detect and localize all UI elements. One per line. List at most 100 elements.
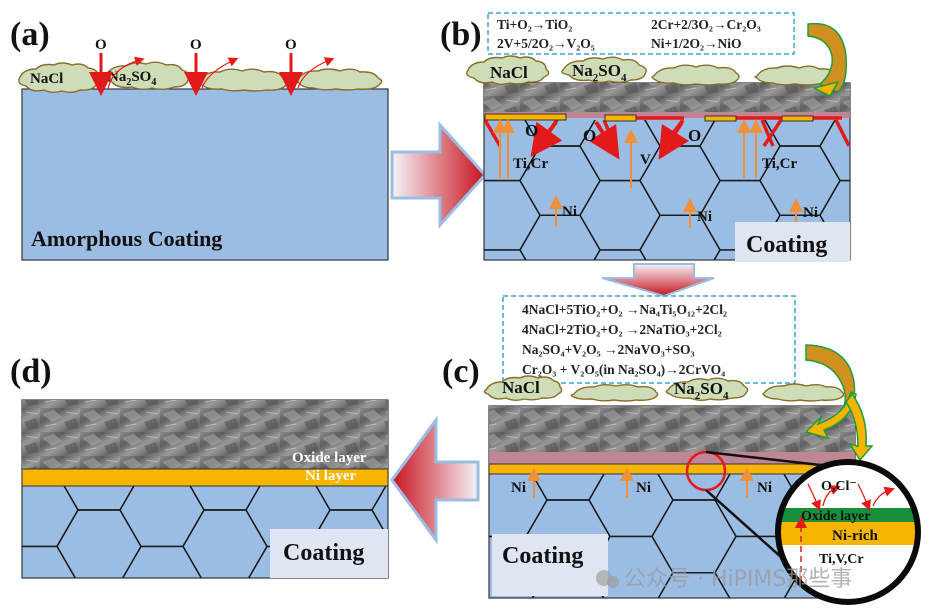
reaction-equation: Na₂SO₄+V₂O₅ →2NaVO₃+SO₃ [522, 342, 695, 357]
outward-diffusion-arrows-b [493, 119, 803, 228]
amorphous-coating-label: Amorphous Coating [31, 226, 222, 251]
oxygen-label: O [285, 37, 297, 53]
oxygen-label: O [190, 37, 202, 53]
outward-gas-arrow [107, 56, 145, 90]
grain-boundary [819, 120, 850, 182]
panel-c: (c) 4NaCl+5TiO₂+O₂ →Na₄Ti₅O₁₂+2Cl₂ 4NaCl… [400, 295, 925, 613]
inset-layer-label-base: Ti,V,Cr [819, 552, 864, 567]
arrow-a-to-b [390, 121, 488, 229]
coating-label-box-c [492, 534, 608, 596]
inset-layer-label-ni-rich: Ni-rich [832, 528, 878, 544]
wechat-icon-part [607, 576, 619, 588]
diffusion-label: Ni [803, 205, 818, 221]
oxide-surface-sem-d [22, 400, 388, 469]
grain-boundary [0, 510, 15, 583]
grain-boundary [841, 609, 925, 613]
grain-boundary [400, 573, 484, 613]
diffusion-label: Ni [636, 480, 651, 496]
grain-boundary [760, 285, 840, 354]
reaction-box-c [502, 295, 796, 384]
coating-label-b: Coating [746, 232, 827, 258]
grain-boundary [371, 486, 388, 540]
grain-boundary [309, 583, 393, 613]
inset-layer-label-oxide: Oxide layer [801, 509, 871, 524]
watermark-text: 公众号 · HiPIMS那些事 [624, 567, 852, 592]
diffusion-label: Ti,Cr [513, 156, 548, 172]
inset-oxide-layer [778, 508, 918, 522]
reaction-equation: 2Cr+2/3O₂→Cr₂O₃ [651, 17, 761, 32]
outward-gas-arrow [201, 57, 239, 89]
inset-species-label: O,Cl⁻ [821, 479, 857, 494]
panel-a: (a) NaCl Na2SO4 O O O Amorphous Coating [10, 16, 389, 261]
salt-label-nacl: NaCl [502, 378, 540, 397]
grain-boundary [463, 609, 547, 613]
diffusion-label: Ni [511, 480, 526, 496]
diffusion-label: Ti,Cr [762, 156, 797, 172]
grain-boundary [400, 285, 480, 354]
salt-deposits-c [483, 375, 845, 402]
coating-label-box-d [270, 529, 388, 578]
grain-boundary [183, 583, 267, 613]
oxygen-label: O [583, 126, 596, 145]
inset-inward-arrow [857, 483, 871, 511]
magnifier-line [705, 450, 821, 467]
grain-boundary [57, 583, 141, 613]
salt-deposits-b [466, 55, 841, 86]
oxide-layer-label: Oxide layer [292, 450, 367, 466]
oxygen-label: O [525, 121, 538, 140]
coating-label-d: Coating [283, 540, 364, 566]
salt-deposit [197, 68, 289, 92]
coating-label-c: Coating [502, 543, 583, 569]
grain-boundary [715, 609, 799, 613]
yellow-oxide-segments [484, 113, 814, 122]
watermark: 公众号 · HiPIMS那些事 [596, 567, 852, 592]
panel-d-label: (d) [10, 353, 52, 390]
reaction-box-b [487, 12, 795, 55]
curved-arrow-head [811, 80, 840, 97]
panel-b-label: (b) [440, 16, 482, 53]
inset-outward-arrow [872, 486, 895, 507]
coating-label-box-b [735, 222, 850, 262]
ni-layer-d [21, 468, 389, 487]
diffusion-label: Ni [562, 204, 577, 220]
salt-label-nacl: NaCl [30, 71, 63, 87]
inset-inward-arrow [807, 483, 821, 511]
ni-layer-label: Ni layer [305, 468, 357, 484]
panel-a-label: (a) [10, 16, 50, 53]
arrow-b-to-c [601, 263, 715, 298]
diffusion-label: Ni [697, 209, 712, 225]
salt-label-na2so4: Na2SO4 [572, 61, 627, 84]
grain-boundary [400, 500, 484, 573]
oxide-surface-sem-c [489, 406, 855, 452]
reaction-equation: 4NaCl+2TiO₂+O₂ →2NaTiO₃+2Cl₂ [522, 322, 722, 337]
reaction-equation: Ti+O₂→TiO₂ [497, 17, 572, 32]
panel-d: (d) Oxide layer Ni layer Coating [0, 353, 393, 613]
salt-deposit [295, 68, 383, 91]
curved-arrow-b [807, 22, 848, 93]
arrow-c-to-d [390, 415, 480, 545]
reaction-equation: Ni+1/2O₂→NiO [651, 36, 742, 51]
salt-label-na2so4: Na2SO4 [674, 379, 729, 402]
red-oxide-interlayer-b [484, 112, 850, 118]
reaction-equation: Cr₂O₃ + V₂O₅(in Na₂SO₄)→2CrVO₄ [522, 362, 725, 377]
inset-outward-arrow [822, 485, 841, 507]
oxygen-inward-arrows: O O O [89, 37, 335, 96]
reaction-equation: 2V+5/2O₂→V₂O₅ [497, 36, 595, 51]
inset-magnified-view: O,Cl⁻ Oxide layer Ni-rich Ti,V,Cr [775, 459, 921, 605]
outward-gas-arrow [297, 57, 335, 89]
grain-boundary [589, 609, 673, 613]
panel-b: (b) Ti+O₂→TiO₂ 2Cr+2/3O₂→Cr₂O₃ 2V+5/2O₂→… [400, 12, 851, 354]
salt-label-nacl: NaCl [490, 63, 528, 82]
diffusion-label: Ni [757, 480, 772, 496]
oxygen-label: O [95, 37, 107, 53]
grain-boundary [0, 583, 15, 613]
salt-deposits [18, 61, 383, 93]
oxide-surface-sem-b [484, 83, 850, 112]
oxygen-inward-arrows-b: O O O [525, 120, 701, 160]
amorphous-coating-block [21, 88, 389, 261]
reaction-equation: 4NaCl+5TiO₂+O₂ →Na₄Ti₅O₁₂+2Cl₂ [522, 302, 727, 317]
salt-label-na2so4: Na2SO4 [108, 69, 156, 88]
ni-diffusion-arrows-c [527, 467, 754, 498]
diffusion-label: V [640, 152, 651, 168]
grain-boundary [0, 437, 15, 510]
